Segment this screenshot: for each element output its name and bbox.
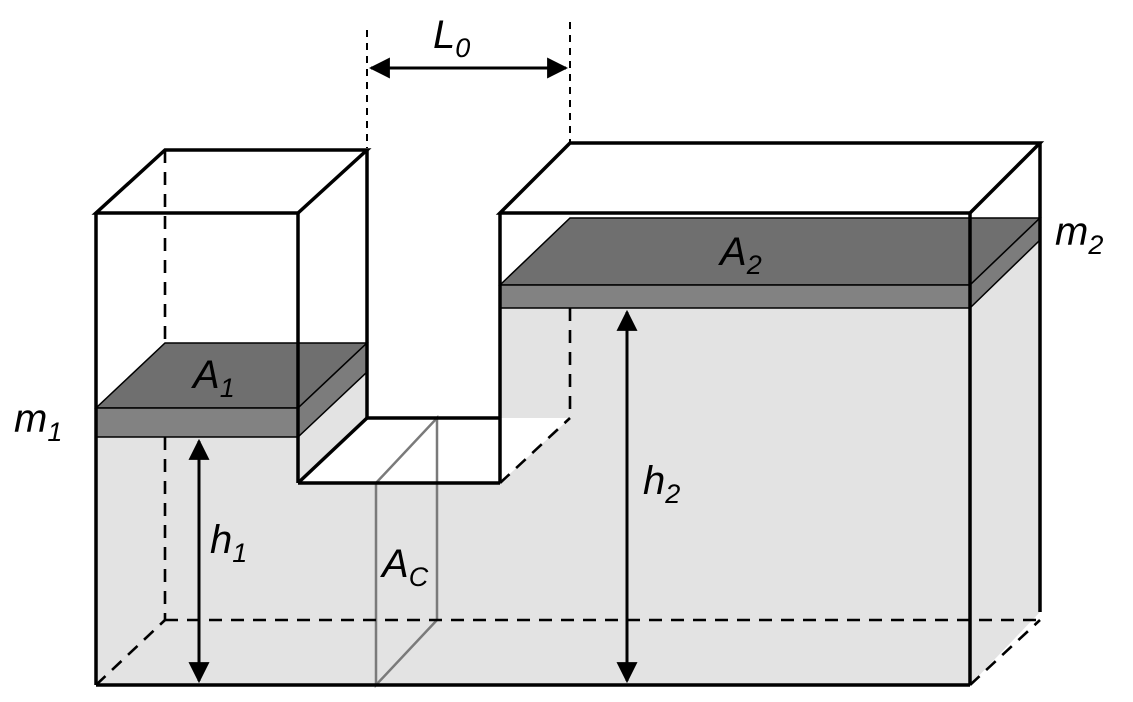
l0-guides	[366, 22, 571, 148]
channel-left-depth	[296, 416, 369, 485]
label-m1: m1	[14, 397, 62, 447]
piston-2-front	[499, 284, 971, 309]
visible-edges	[91, 141, 1045, 687]
label-ac: AC	[380, 542, 429, 592]
label-h1: h1	[210, 518, 247, 568]
fluid-left-column-side-face	[298, 372, 367, 483]
piston-1-front	[95, 407, 299, 438]
label-l0: L0	[433, 13, 470, 63]
label-a2: A2	[718, 230, 762, 280]
hidden-edge-channel-right-depth	[499, 417, 571, 484]
piston-2-top	[498, 217, 1042, 286]
dimension-arrows	[188, 57, 638, 684]
tank-2-top-rim	[495, 141, 1045, 215]
piston-2	[498, 216, 1042, 310]
hidden-edge-bottom-right-depth	[969, 619, 1041, 686]
label-h2: h2	[643, 459, 680, 509]
fluid-region	[96, 240, 1040, 685]
tank-1-top-rim	[91, 148, 372, 215]
label-a1: A1	[191, 353, 235, 403]
label-m2: m2	[1055, 210, 1103, 260]
hidden-edge-bottom-left-depth	[95, 619, 166, 686]
fluid-front-face	[96, 308, 970, 685]
channel-floor-top	[298, 418, 570, 483]
fluid-right-side-face	[970, 240, 1040, 685]
hidden-edges	[95, 150, 1041, 686]
